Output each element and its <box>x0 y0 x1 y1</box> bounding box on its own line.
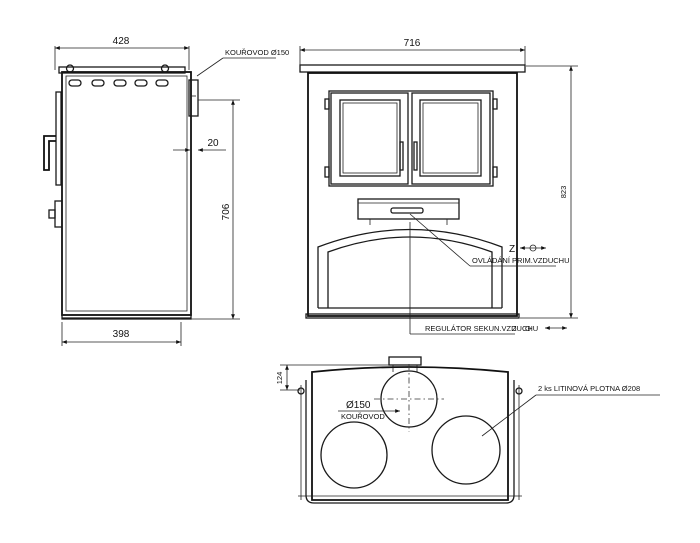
side-body <box>61 71 192 316</box>
front-right-door-handle <box>413 141 418 171</box>
side-width-bottom-dimension: 398 <box>61 322 182 346</box>
top-view: Ø150 KOUŘOVOD 124 2 ks LITINOVÁ PLOTNA Ø… <box>275 356 660 504</box>
front-left-door <box>330 92 409 185</box>
side-body-inner <box>65 75 188 312</box>
top-plate-outline <box>311 366 509 501</box>
primary-air-arrow-icon <box>520 244 546 252</box>
front-door-hinges <box>324 98 498 178</box>
front-air-drawer <box>357 198 460 225</box>
top-depth-dimension: 124 <box>275 364 392 391</box>
side-offset-label: 20 <box>207 138 219 149</box>
front-body <box>307 72 518 317</box>
side-top-knob-left <box>65 64 75 73</box>
front-door-frame <box>328 90 494 187</box>
top-rail-post-left <box>297 387 305 395</box>
top-hotplate-right <box>431 415 501 485</box>
top-flue-caption: KOUŘOVOD <box>341 412 385 421</box>
side-flue-callout: KOUŘOVOD Ø150 <box>196 48 289 77</box>
top-hotplate-left <box>320 421 388 489</box>
top-depth-label: 124 <box>275 372 284 385</box>
top-rail-outer <box>305 380 515 504</box>
primary-air-callout: OVLÁDÁNÍ PRIM.VZDUCHU Z <box>409 213 570 267</box>
side-flue-label: KOUŘOVOD Ø150 <box>225 48 289 57</box>
front-top-plate <box>299 64 526 73</box>
side-width-bottom-label: 398 <box>113 329 130 340</box>
top-rail-post-right <box>515 387 523 395</box>
top-plates-callout: 2 ks LITINOVÁ PLOTNA Ø208 <box>481 384 660 437</box>
top-flue-diameter-label: Ø150 <box>346 400 371 411</box>
secondary-air-o-label: O <box>525 324 531 333</box>
side-door-hinge <box>55 91 62 186</box>
top-flue-opening <box>374 364 444 432</box>
side-flue-pipe <box>188 79 199 117</box>
side-height-dimension: 706 <box>191 99 240 320</box>
side-width-top-label: 428 <box>113 36 130 47</box>
side-vent-slots <box>68 79 169 87</box>
front-width-label: 716 <box>404 38 421 49</box>
secondary-air-label: REGULÁTOR SEKUN.VZDUCHU <box>425 324 538 333</box>
side-door-handle <box>43 135 56 171</box>
side-top-knob-right <box>160 64 170 73</box>
top-rail-sides <box>300 385 520 500</box>
top-flue-stub <box>388 356 422 366</box>
front-view: 716 823 OVLÁDÁNÍ PRIM.VZDUCHU Z REGULÁTO… <box>299 38 578 335</box>
primary-air-z-label: Z <box>509 244 515 255</box>
front-base <box>305 313 520 319</box>
primary-air-label: OVLÁDÁNÍ PRIM.VZDUCHU <box>472 256 570 265</box>
front-height-dimension: 823 <box>520 65 578 319</box>
front-right-door <box>411 92 491 185</box>
front-left-door-handle <box>399 141 404 171</box>
side-lower-latch <box>48 200 63 228</box>
side-offset-dimension: 20 <box>173 138 226 152</box>
side-width-top-dimension: 428 <box>54 36 190 70</box>
top-plates-label: 2 ks LITINOVÁ PLOTNA Ø208 <box>538 384 640 393</box>
front-height-label: 823 <box>559 186 568 199</box>
secondary-air-callout: REGULÁTOR SEKUN.VZDUCHU Z O <box>409 222 567 335</box>
secondary-air-z-label: Z <box>512 324 517 333</box>
side-height-label: 706 <box>221 203 232 220</box>
front-width-dimension: 716 <box>299 38 526 66</box>
side-view: 428 398 706 20 KOUŘOVOD Ø150 <box>43 36 289 346</box>
side-top-plate <box>58 66 186 74</box>
